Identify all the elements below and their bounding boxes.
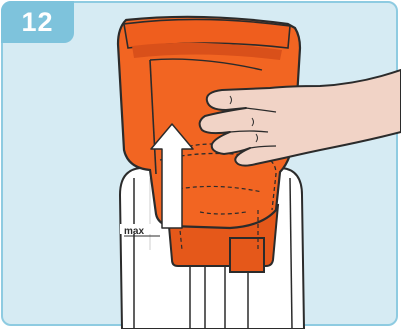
max-fill-label: max [124, 226, 144, 237]
step-number-badge: 12 [1, 1, 74, 43]
step-number: 12 [21, 7, 53, 38]
